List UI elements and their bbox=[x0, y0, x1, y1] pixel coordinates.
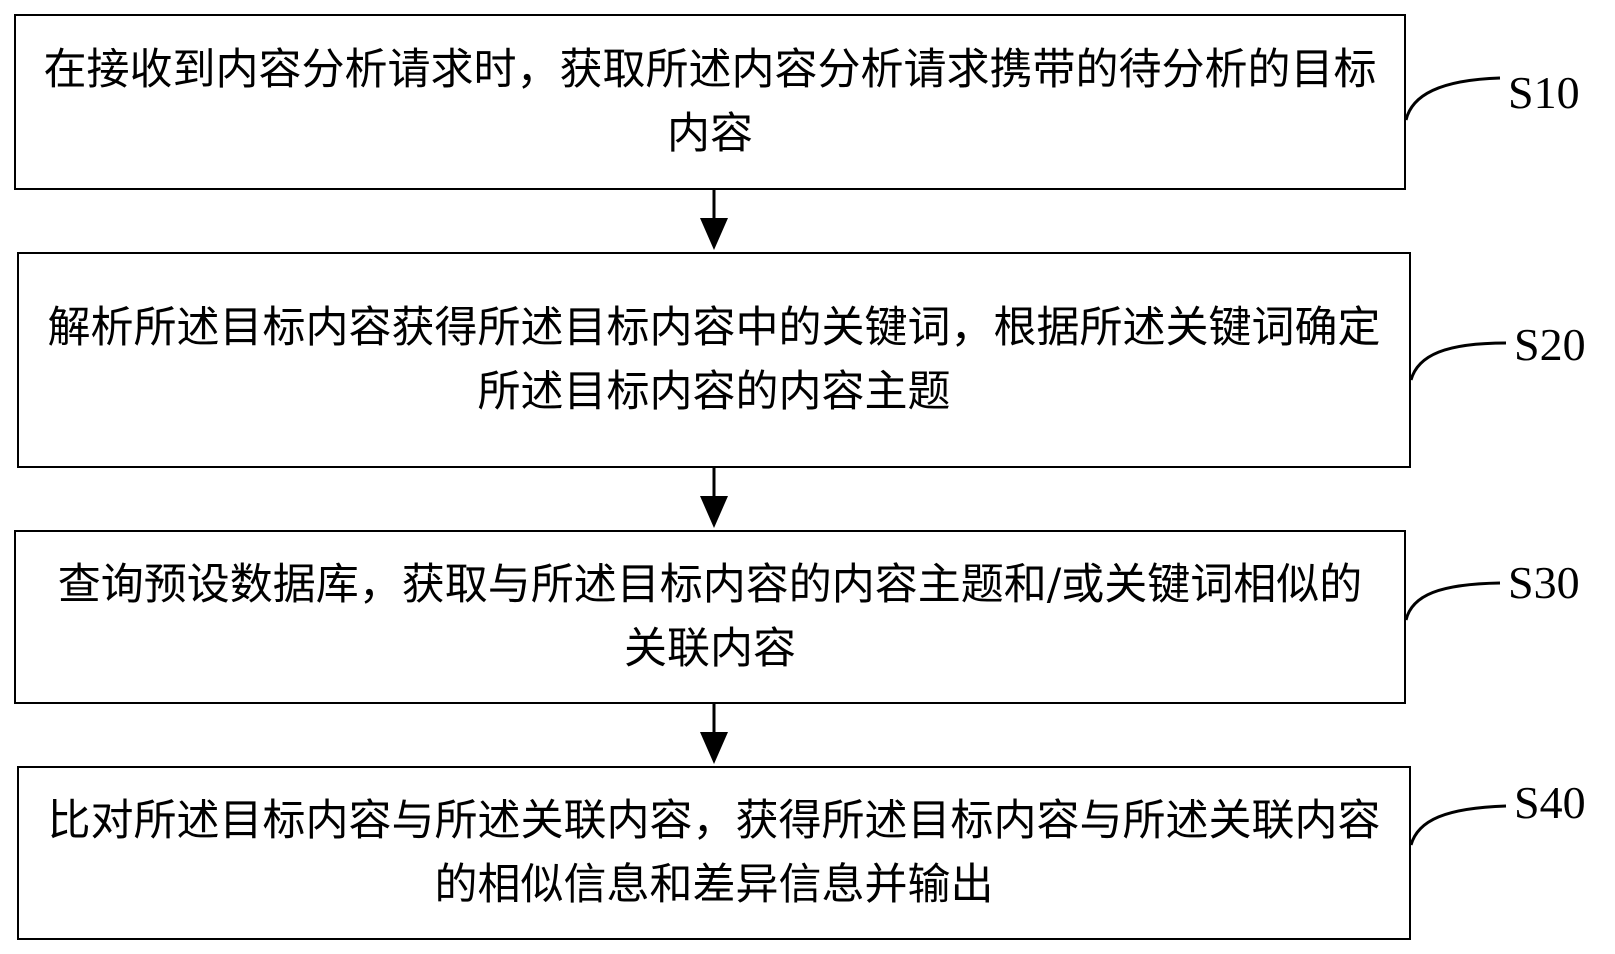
step-box-s20: 解析所述目标内容获得所述目标内容中的关键词，根据所述关键词确定所述目标内容的内容… bbox=[17, 252, 1411, 468]
arrow-s20-to-s30 bbox=[700, 466, 728, 528]
arrow-s10-to-s20 bbox=[700, 188, 728, 250]
step-label-s30: S30 bbox=[1508, 557, 1580, 608]
leader-line-s20 bbox=[1409, 341, 1507, 381]
step-text-s30: 查询预设数据库，获取与所述目标内容的内容主题和/或关键词相似的关联内容 bbox=[57, 560, 1363, 674]
step-text-s20: 解析所述目标内容获得所述目标内容中的关键词，根据所述关键词确定所述目标内容的内容… bbox=[47, 303, 1381, 417]
step-text-s40: 比对所述目标内容与所述关联内容，获得所述目标内容与所述关联内容的相似信息和差异信… bbox=[47, 796, 1381, 910]
leader-line-s10 bbox=[1404, 76, 1501, 121]
step-box-s40: 比对所述目标内容与所述关联内容，获得所述目标内容与所述关联内容的相似信息和差异信… bbox=[17, 766, 1411, 940]
arrow-s30-to-s40 bbox=[700, 702, 728, 764]
step-text-s10: 在接收到内容分析请求时，获取所述内容分析请求携带的待分析的目标内容 bbox=[43, 45, 1377, 159]
leader-line-s40 bbox=[1409, 804, 1507, 846]
leader-line-s30 bbox=[1404, 581, 1501, 621]
step-box-s30: 查询预设数据库，获取与所述目标内容的内容主题和/或关键词相似的关联内容 bbox=[14, 530, 1406, 704]
step-label-s10: S10 bbox=[1508, 67, 1580, 118]
step-label-s20: S20 bbox=[1514, 319, 1586, 370]
step-label-s40: S40 bbox=[1514, 777, 1586, 828]
step-box-s10: 在接收到内容分析请求时，获取所述内容分析请求携带的待分析的目标内容 bbox=[14, 14, 1406, 190]
